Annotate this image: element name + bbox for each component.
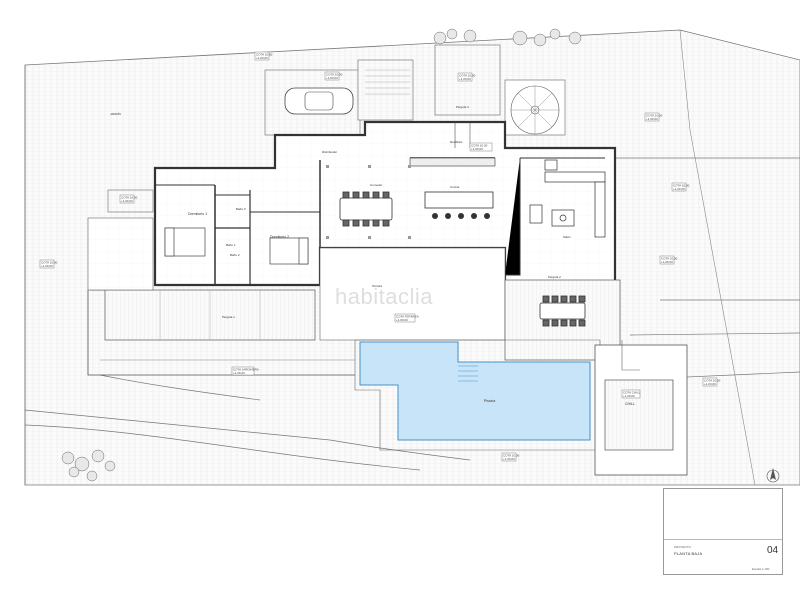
svg-text:+1,00,00: +1,00,00 [623, 394, 635, 398]
outdoor-table-icon [539, 295, 586, 327]
svg-text:+1,00,00: +1,00,00 [233, 371, 245, 375]
car-icon [284, 87, 354, 115]
room-label-jardin: JARDÍN [110, 112, 121, 116]
svg-text:+1,00,00: +1,00,00 [459, 77, 471, 81]
dining-table-icon [339, 191, 393, 227]
sofa-icon [529, 159, 606, 238]
level-tag: COTA TERRAZA +1,00,00 [394, 313, 419, 323]
swimming-pool [354, 339, 601, 451]
title-block-divider [664, 539, 782, 540]
room-label-salon: Salón [563, 235, 571, 239]
ceiling-marks [326, 165, 411, 239]
room-labels: Dormitorio 1 Dormitorio 2 Baño 1 Baño 2 … [110, 105, 635, 406]
svg-text:COTA 10,00: COTA 10,00 [471, 144, 488, 148]
svg-text:+1,00,00: +1,00,00 [646, 117, 658, 121]
svg-text:COTA CHILL: COTA CHILL [623, 391, 641, 395]
room-label-pergola3: Pérgola 3 [456, 105, 469, 109]
level-tag: COTA 10,00 +1,00,00 [324, 71, 343, 81]
svg-text:+1,00,00: +1,00,00 [661, 260, 673, 264]
level-tag: COTA 10,00 +1,00,00 [469, 142, 493, 152]
svg-text:COTA 10,00: COTA 10,00 [661, 257, 678, 261]
room-label-bano3: Baño 3 [236, 207, 246, 211]
title-block-subtitle: PROYECTO [674, 545, 691, 549]
svg-text:+1,00,00: +1,00,00 [503, 457, 515, 461]
level-tag: COTA 10,00 +1,00,00 [501, 452, 520, 462]
level-tag: COTA 10,00 +1,00,00 [119, 194, 138, 204]
sheet-number: 04 [767, 545, 779, 556]
room-label-piscina: Piscina [484, 399, 495, 403]
svg-text:COTA 10,00: COTA 10,00 [121, 196, 138, 200]
svg-text:+1,00,00: +1,00,00 [326, 76, 338, 80]
level-tag: COTA 10,00 +1,00,00 [644, 112, 663, 122]
chill-zone [594, 340, 688, 476]
svg-text:COTA 10,00: COTA 10,00 [673, 184, 690, 188]
svg-text:+1,00,00: +1,00,00 [471, 147, 483, 151]
room-label-comedor: Comedor [370, 183, 382, 187]
level-tag: COTA 10,00 +1,00,00 [702, 377, 721, 387]
upper-area [264, 44, 566, 136]
room-label-bano1: Baño 1 [226, 243, 236, 247]
north-arrow-icon [766, 468, 780, 483]
scale-label: Escala 1:100 [752, 567, 770, 571]
room-label-terraza: Terraza [372, 284, 382, 288]
svg-text:COTA 10,00: COTA 10,00 [503, 454, 520, 458]
svg-text:COTA 10,00: COTA 10,00 [256, 53, 273, 57]
watermark: habitaclia [335, 284, 433, 309]
svg-text:+1,00,00: +1,00,00 [673, 187, 685, 191]
bed-icon [164, 227, 309, 265]
level-tag: COTA 10,00 +1,00,00 [457, 72, 476, 82]
room-label-pergola1: Pérgola 1 [222, 315, 235, 319]
svg-text:COTA 10,00: COTA 10,00 [646, 114, 663, 118]
level-tags: COTA 10,00 +1,00,00 COTA 10,00 +1,00,00 … [39, 51, 721, 462]
kitchen-island-icon [409, 157, 496, 219]
level-tag: COTA 10,00 +1,00,00 [671, 182, 690, 192]
level-tag: COTA 10,00 +1,00,00 [254, 51, 273, 61]
room-label-recibidor: Recibidor [450, 140, 463, 144]
svg-text:COTA TERRAZA: COTA TERRAZA [396, 315, 419, 319]
svg-text:COTA 10,00: COTA 10,00 [704, 379, 721, 383]
room-label-chill: CHILL [625, 402, 635, 406]
level-tag: COTA 10,00 +1,00,00 [39, 259, 58, 269]
vegetation [61, 28, 582, 482]
svg-text:COTA 10,00: COTA 10,00 [326, 73, 343, 77]
svg-text:COTA JARDINERA: COTA JARDINERA [233, 368, 259, 372]
svg-text:+1,00,00: +1,00,00 [396, 318, 408, 322]
level-tag: COTA 10,00 +1,00,00 [659, 255, 678, 265]
svg-text:+1,00,00: +1,00,00 [704, 382, 716, 386]
room-label-cocina: Cocina [450, 185, 460, 189]
svg-text:COTA 10,00: COTA 10,00 [41, 261, 58, 265]
room-label-bano2: Baño 2 [230, 253, 240, 257]
room-label-dormitorio1: Dormitorio 1 [188, 212, 207, 216]
svg-text:+1,00,00: +1,00,00 [256, 56, 268, 60]
level-tag: COTA JARDINERA +1,00,00 [231, 366, 259, 376]
room-label-distribuidor: Distribuidor [322, 150, 337, 154]
svg-text:+1,00,00: +1,00,00 [41, 264, 53, 268]
title-block-title: PLANTA BAJA [674, 551, 703, 556]
svg-text:COTA 10,00: COTA 10,00 [459, 74, 476, 78]
room-label-dormitorio2: Dormitorio 2 [270, 235, 289, 239]
svg-text:+1,00,00: +1,00,00 [121, 199, 133, 203]
title-block: PROYECTO PLANTA BAJA 04 Escala 1:100 [663, 488, 783, 575]
room-label-pergola2: Pérgola 2 [548, 275, 561, 279]
level-tag: COTA CHILL +1,00,00 [621, 389, 641, 399]
